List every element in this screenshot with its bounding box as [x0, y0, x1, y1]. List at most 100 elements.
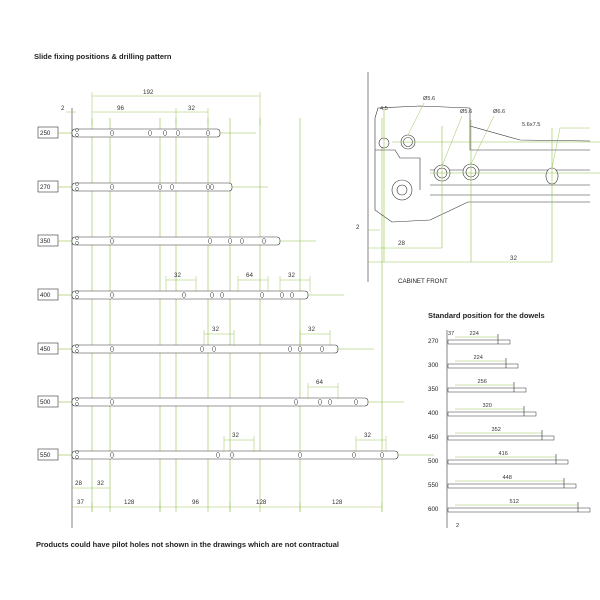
dowel-rail	[447, 459, 569, 465]
dowel-rail	[447, 483, 577, 489]
dowel-size: 350	[428, 386, 439, 393]
slide-rail	[71, 397, 369, 407]
fixing-hole	[158, 184, 162, 190]
row-dim: 32	[212, 326, 219, 333]
dowel-size: 600	[428, 506, 439, 513]
dowel-value: 416	[499, 451, 508, 457]
detail-dim-2: 2	[356, 224, 360, 231]
fixing-hole	[206, 184, 210, 190]
fixing-hole	[280, 292, 284, 298]
fixing-hole	[298, 452, 302, 458]
fixing-hole	[206, 130, 210, 136]
fixing-hole	[110, 184, 114, 190]
fixing-hole	[216, 452, 220, 458]
dowel-rail	[447, 507, 591, 513]
slide-rail	[71, 128, 221, 138]
dowel-value: 256	[478, 379, 487, 385]
fixing-hole	[200, 346, 204, 352]
dowel-value: 512	[510, 499, 519, 505]
fixing-hole	[110, 130, 114, 136]
dowel-size: 500	[428, 458, 439, 465]
label-d56-a: Ø5.6	[423, 96, 435, 102]
dowel-rail	[447, 339, 511, 345]
bottom-dimensions: 28 32 37 128 96 128 128	[72, 480, 383, 512]
dowel-row-600: 600 512	[428, 499, 591, 513]
fixing-hole	[148, 130, 152, 136]
row-dim: 32	[364, 432, 371, 439]
fixing-hole	[288, 346, 292, 352]
dowel-size: 400	[428, 410, 439, 417]
size-label: 450	[40, 346, 51, 353]
dowel-size: 450	[428, 434, 439, 441]
slide-row-250: 250	[37, 126, 256, 139]
dim-128-b: 128	[256, 499, 267, 506]
fixing-hole	[220, 292, 224, 298]
dowel-rail	[447, 411, 537, 417]
dim-37-bottom: 37	[77, 499, 84, 506]
left-title: Slide fixing positions & drilling patter…	[34, 52, 172, 61]
fixing-hole	[163, 130, 167, 136]
fixing-hole	[320, 346, 324, 352]
size-label: 350	[40, 238, 51, 245]
footer-note: Products could have pilot holes not show…	[36, 540, 339, 549]
fixing-hole	[294, 399, 298, 405]
slide-rail	[71, 450, 399, 460]
fixing-hole	[110, 452, 114, 458]
bracket-inner	[375, 149, 421, 190]
dowel-size: 300	[428, 362, 439, 369]
dowel-size: 550	[428, 482, 439, 489]
row-dim: 64	[246, 272, 253, 279]
row-dim: 32	[288, 272, 295, 279]
dowel-row-400: 400 320	[428, 403, 537, 417]
fixing-hole	[110, 399, 114, 405]
dim-128-c: 128	[332, 499, 343, 506]
dim-2-top: 2	[61, 105, 65, 112]
bracket-outline	[374, 105, 591, 223]
size-label: 250	[40, 130, 51, 137]
fixing-hole	[212, 346, 216, 352]
row-dim: 32	[174, 272, 181, 279]
cabinet-front-label: CABINET FRONT	[398, 278, 448, 285]
dim-96-bottom: 96	[192, 499, 199, 506]
slide-rail	[71, 290, 309, 300]
label-d66: Ø6.6	[493, 109, 505, 115]
detail-dim-28: 28	[398, 240, 405, 247]
dowel-row-500: 500 416	[428, 451, 569, 465]
fixing-hole	[230, 452, 234, 458]
detail-dim-32: 32	[510, 255, 517, 262]
dim-96: 96	[117, 105, 124, 112]
dowel-value: 320	[483, 403, 492, 409]
row-dim: 64	[316, 379, 323, 386]
dim-32-top: 32	[188, 105, 195, 112]
fixing-hole	[240, 238, 244, 244]
fixing-hole	[110, 292, 114, 298]
dowel-size: 270	[428, 338, 439, 345]
fixing-hole	[318, 399, 322, 405]
top-dimensions: 192 96 32 2	[61, 89, 261, 125]
label-d56-b: Ø5.6	[460, 109, 472, 115]
row-dim: 32	[308, 326, 315, 333]
row-dim: 32	[232, 432, 239, 439]
dowel-rail	[447, 363, 519, 369]
slide-rail	[71, 236, 281, 246]
fixing-hole	[260, 292, 264, 298]
slide-row-350: 350	[37, 234, 316, 247]
fixing-hole	[170, 184, 174, 190]
size-label: 270	[40, 184, 51, 191]
fixing-hole	[210, 292, 214, 298]
fixing-hole	[182, 292, 186, 298]
label-4-5: 4.5	[380, 106, 388, 112]
dim-32-bottom: 32	[97, 480, 104, 487]
dowel-end-offset-2: 2	[456, 523, 459, 529]
size-label: 400	[40, 292, 51, 299]
dowel-rail	[447, 435, 555, 441]
fixing-hole	[380, 452, 384, 458]
dowel-offset-37: 37	[448, 331, 454, 337]
fixing-hole	[354, 399, 358, 405]
